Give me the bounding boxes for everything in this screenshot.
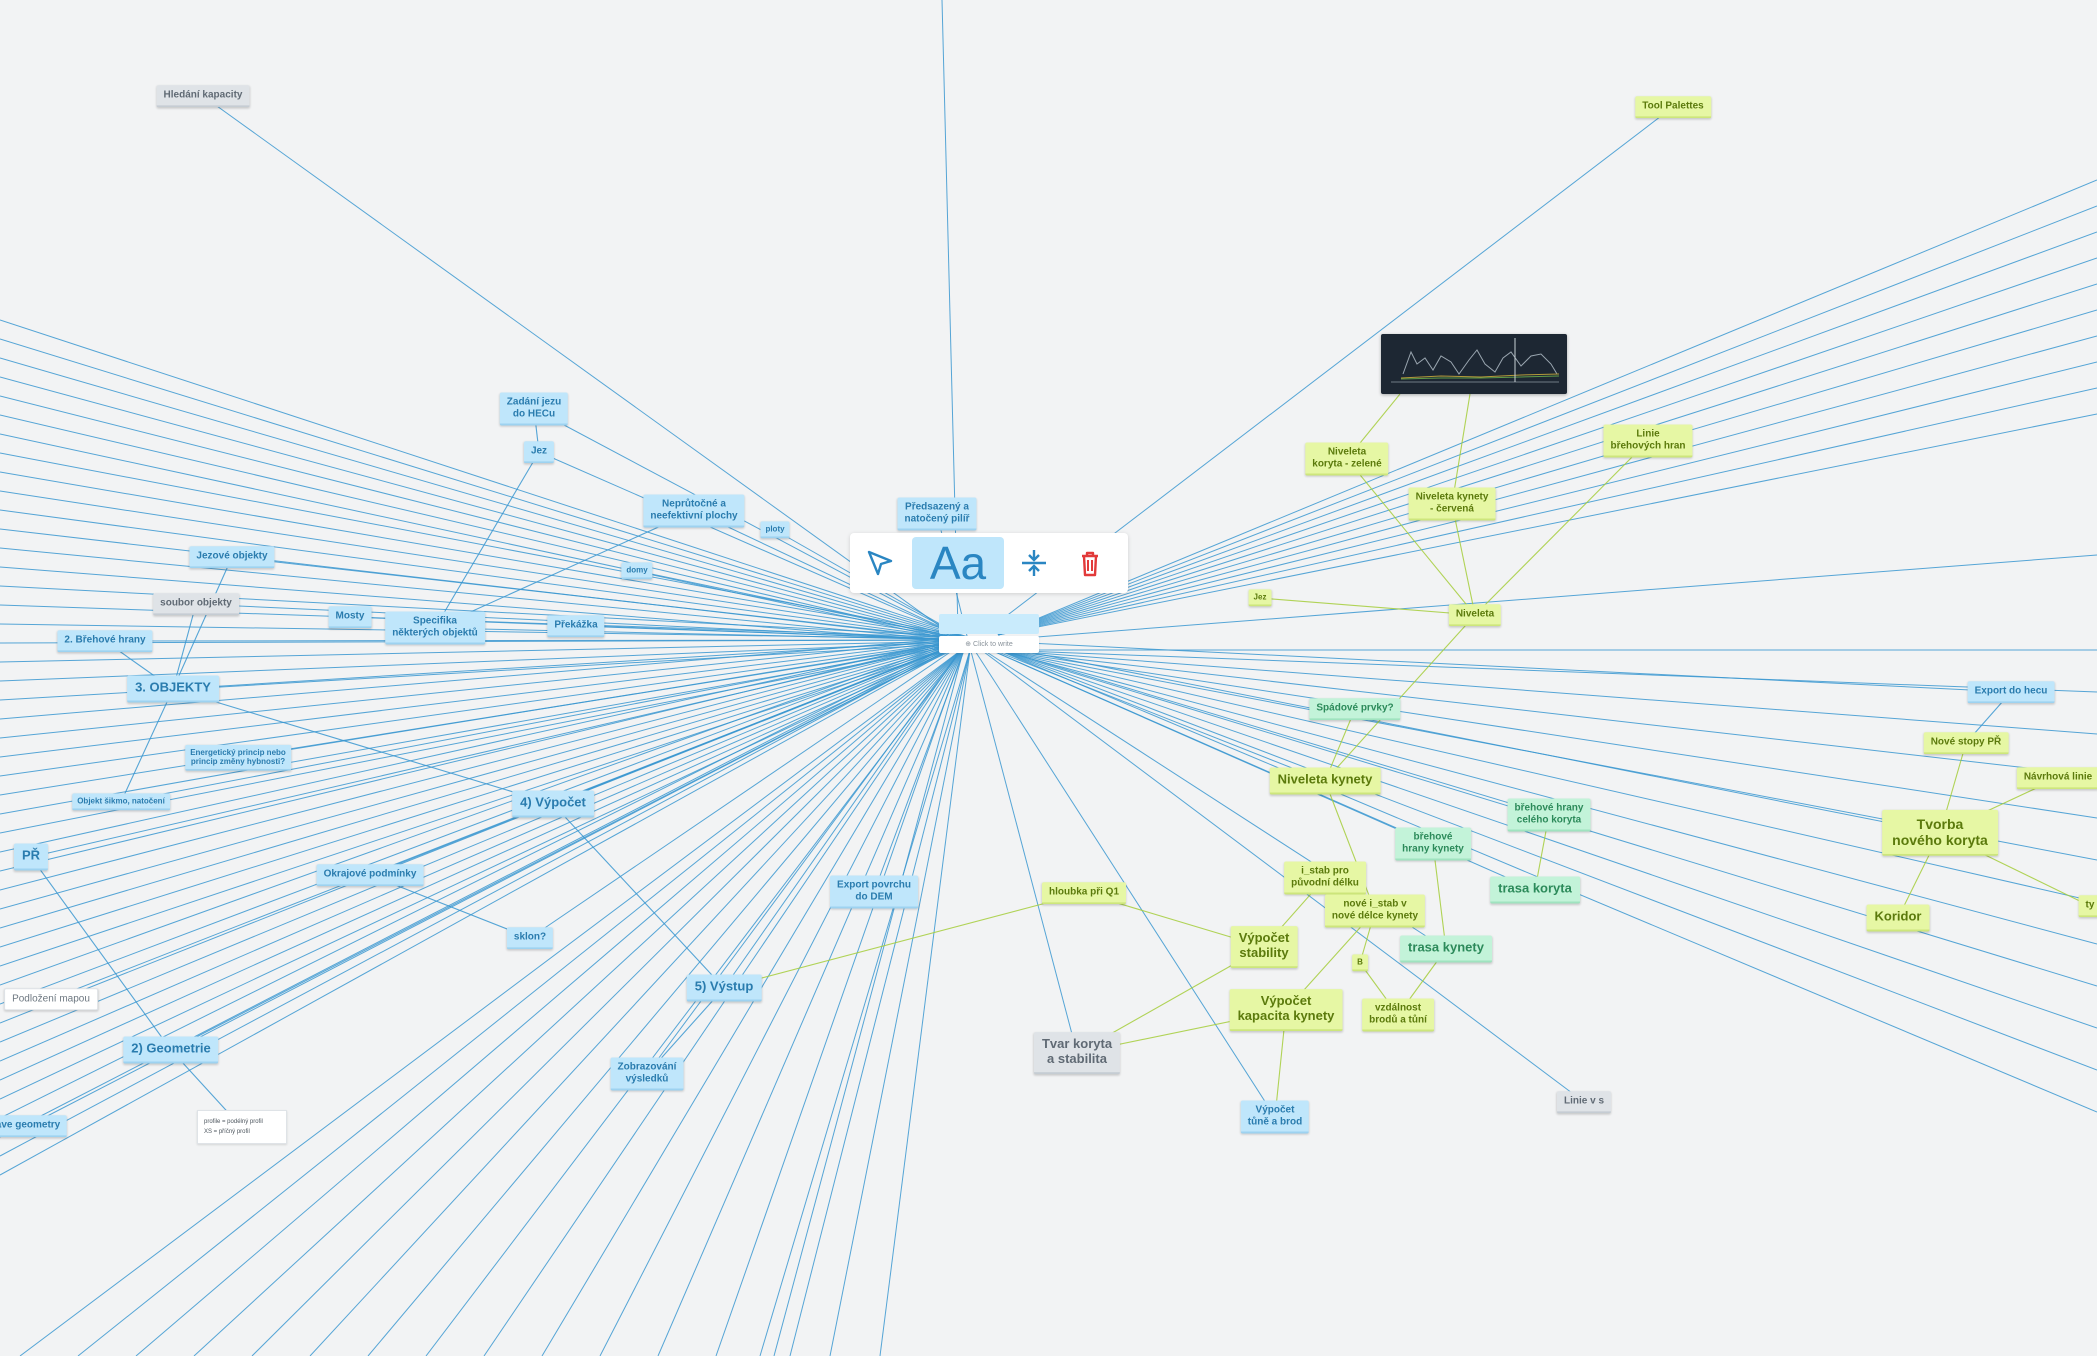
node-niveleta-kynety-cervena[interactable]: Niveleta kynety - červená [1408, 487, 1496, 521]
delete-button[interactable] [1064, 537, 1116, 589]
text-format-icon: Aa [929, 537, 987, 589]
node-brehove-hrany-2[interactable]: 2. Břehové hrany [57, 630, 153, 652]
node-vypocet-stability[interactable]: Výpočet stability [1230, 926, 1298, 968]
node-domy[interactable]: domy [621, 562, 653, 580]
node-jez[interactable]: Jez [523, 441, 555, 463]
node-hloubka-pri-q1[interactable]: hloubka při Q1 [1041, 882, 1127, 904]
node-niveleta-kynety[interactable]: Niveleta kynety [1269, 767, 1381, 795]
node-tvorba-noveho-koryta[interactable]: Tvorba nového koryta [1882, 809, 1998, 857]
node-tvar-koryta[interactable]: Tvar koryta a stabilita [1033, 1032, 1121, 1074]
floating-toolbar: Aa [850, 533, 1128, 593]
node-save-geometry[interactable]: ave geometry [0, 1115, 68, 1137]
node-soubor-objekty[interactable]: soubor objekty [153, 593, 239, 615]
node-i-stab[interactable]: i_stab pro původní délku [1284, 861, 1366, 895]
node-2-geometrie[interactable]: 2) Geometrie [123, 1036, 219, 1064]
node-linie-brehovych-hran[interactable]: Linie břehových hran [1603, 424, 1693, 458]
node-hledani-kapacity[interactable]: Hledání kapacity [156, 85, 250, 107]
node-niveleta-koryta-zelene[interactable]: Niveleta koryta - zelené [1305, 442, 1389, 476]
node-b[interactable]: B [1352, 954, 1368, 972]
embedded-profile-chart-image[interactable] [1381, 334, 1567, 394]
note-line: XS = příčný profil [204, 1129, 250, 1135]
click-to-write-hint[interactable]: ⊕ Click to write [939, 636, 1039, 653]
node-5-vystup[interactable]: 5) Výstup [686, 974, 762, 1002]
node-brehove-hrany-kynety[interactable]: břehové hrany kynety [1395, 827, 1471, 861]
node-zobrazovani-vysledku[interactable]: Zobrazování výsledků [610, 1057, 684, 1091]
node-brehove-hrany-celeho-koryta[interactable]: břehové hrany celého koryta [1507, 798, 1591, 832]
collapse-button[interactable] [1008, 537, 1060, 589]
node-spadove-prvky[interactable]: Spádové prvky? [1309, 698, 1401, 720]
node-export-povrchu[interactable]: Export povrchu do DEM [830, 875, 918, 909]
node-ploty[interactable]: ploty [760, 521, 790, 539]
selected-node-editor[interactable] [939, 614, 1039, 634]
node-podlozeni-mapou[interactable]: Podložení mapou [4, 988, 98, 1010]
node-linie-v-s[interactable]: Linie v s [1556, 1091, 1612, 1113]
node-trasa-kynety[interactable]: trasa kynety [1400, 935, 1492, 963]
node-sklon[interactable]: sklon? [506, 927, 554, 949]
note-line: profile = podélný profil [204, 1119, 263, 1125]
node-export-do-hecu[interactable]: Export do hecu [1967, 681, 2055, 703]
node-note-profiles[interactable]: profile = podélný profil XS = příčný pro… [197, 1110, 287, 1144]
node-nepruticne-plochy[interactable]: Neprůtočné a neefektivní plochy [643, 494, 745, 528]
node-koridor[interactable]: Koridor [1866, 904, 1930, 932]
node-tool-palettes[interactable]: Tool Palettes [1635, 96, 1711, 118]
node-pr[interactable]: PŘ [13, 843, 49, 871]
text-tool-button[interactable]: Aa [912, 537, 1004, 589]
node-vypocet-kapacita-kynety[interactable]: Výpočet kapacita kynety [1229, 989, 1343, 1031]
node-ty[interactable]: ty [2078, 895, 2097, 917]
node-energeticky-princip[interactable]: Energetický princip nebo princip změny h… [185, 744, 291, 772]
node-navrhova-linie[interactable]: Návrhová linie [2016, 767, 2097, 789]
pointer-icon [867, 550, 893, 576]
node-specifika-objektu[interactable]: Specifika některých objektů [385, 611, 485, 645]
node-trasa-koryta[interactable]: trasa koryta [1490, 876, 1580, 904]
collapse-icon [1022, 550, 1046, 576]
node-zadani-jezu[interactable]: Zadání jezu do HECu [499, 392, 569, 426]
node-mosty[interactable]: Mosty [328, 606, 372, 628]
node-jez-small[interactable]: Jez [1248, 589, 1272, 607]
node-prekazka[interactable]: Překážka [547, 615, 605, 637]
node-nove-stopy-pr[interactable]: Nové stopy PŘ [1923, 732, 2009, 754]
node-niveleta[interactable]: Niveleta [1448, 604, 1502, 626]
node-3-objekty[interactable]: 3. OBJEKTY [127, 675, 219, 703]
node-jezove-objekty[interactable]: Jezové objekty [189, 546, 275, 568]
node-okrajove-podminky[interactable]: Okrajové podmínky [316, 864, 424, 886]
node-vypocet-tune-brod[interactable]: Výpočet tůně a brod [1240, 1100, 1310, 1134]
node-objekt-sikmo[interactable]: Objekt šikmo, natočení [72, 793, 170, 811]
select-tool-button[interactable] [854, 537, 906, 589]
node-nove-i-stab[interactable]: nové i_stab v nové délce kynety [1324, 894, 1426, 928]
node-vzdalnost-brodu[interactable]: vzdálnost brodů a tůní [1362, 998, 1434, 1032]
node-4-vypocet[interactable]: 4) Výpočet [512, 790, 594, 818]
trash-icon [1082, 551, 1098, 577]
node-predsazeny-pilir[interactable]: Předsazený a natočený pilíř [897, 497, 977, 531]
